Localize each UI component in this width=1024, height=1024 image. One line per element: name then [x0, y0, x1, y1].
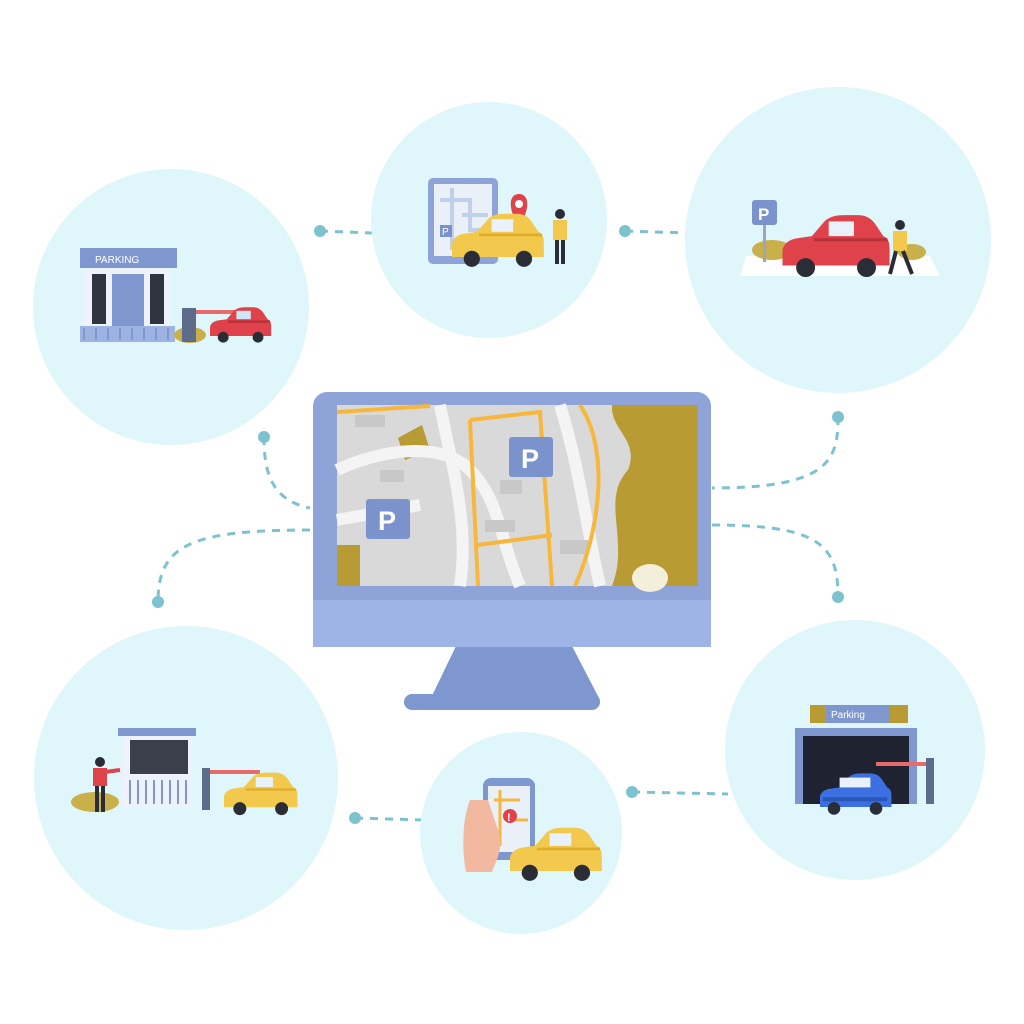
map-navigation-scene: P: [428, 178, 567, 267]
building-icon: PARKING: [80, 248, 177, 342]
connector-dot: [349, 812, 361, 824]
connector-building-to-map: [319, 229, 373, 235]
connector-dots: [152, 225, 844, 824]
parking-marker-icon: P P: [366, 437, 553, 539]
connector-dot: [314, 225, 326, 237]
building-sign-text: PARKING: [95, 255, 139, 266]
person-icon: [553, 209, 567, 264]
connector-map-to-street: [624, 229, 689, 235]
monitor-chin: [313, 600, 711, 647]
connector-monitor-to-garage: [711, 523, 840, 598]
connector-dot: [619, 225, 631, 237]
monitor-base: [404, 694, 600, 710]
parking-sign-icon: P: [752, 200, 777, 262]
mobile-app-scene: !: [463, 778, 602, 881]
bush-icon: [752, 240, 792, 260]
connector-dot: [258, 431, 270, 443]
map-parking-marker-1: P: [521, 444, 539, 474]
booth-icon: [118, 728, 196, 808]
taxi-icon: [452, 213, 544, 267]
red-car-icon: [782, 215, 890, 278]
taxi-icon: [510, 827, 602, 881]
scene-bubbles: [33, 87, 991, 934]
street-parking-sign-text: P: [758, 205, 769, 224]
map-parking-marker-2: P: [378, 506, 396, 536]
connector-dot: [626, 786, 638, 798]
connector-dot: [832, 591, 844, 603]
connector-booth-to-phone: [354, 816, 426, 822]
central-monitor: P P: [313, 392, 711, 710]
alert-symbol-text: !: [507, 812, 511, 824]
bubble-parking-building: [33, 169, 309, 445]
barrier-gate-icon: [202, 768, 260, 810]
parking-building-scene: PARKING: [80, 248, 272, 343]
connector-lines: [156, 229, 840, 822]
garage-sign-text: Parking: [831, 710, 865, 721]
blue-car-icon: [820, 773, 892, 815]
ticket-booth-scene: [71, 728, 298, 816]
barrier-gate-icon: [182, 308, 248, 342]
red-car-icon: [210, 307, 272, 343]
connector-street-to-monitor: [711, 416, 840, 490]
connector-phone-to-garage: [631, 790, 729, 796]
street-parking-scene: P: [740, 200, 940, 278]
monitor-stand: [430, 646, 600, 700]
alert-icon: !: [503, 809, 517, 824]
connector-dot: [152, 596, 164, 608]
connector-building-to-monitor: [262, 436, 311, 510]
attendant-icon: [93, 757, 121, 812]
person-icon: [888, 220, 914, 275]
yellow-car-icon: [224, 772, 298, 816]
hand-icon: [463, 800, 501, 872]
connector-monitor-to-booth: [156, 528, 311, 603]
tablet-parking-marker: P: [442, 227, 449, 238]
garage-entrance-scene: Parking: [795, 705, 934, 815]
barrier-gate-icon: [876, 758, 934, 804]
garage-icon: Parking: [795, 705, 917, 804]
connector-dot: [832, 411, 844, 423]
map-icon: [334, 403, 698, 592]
